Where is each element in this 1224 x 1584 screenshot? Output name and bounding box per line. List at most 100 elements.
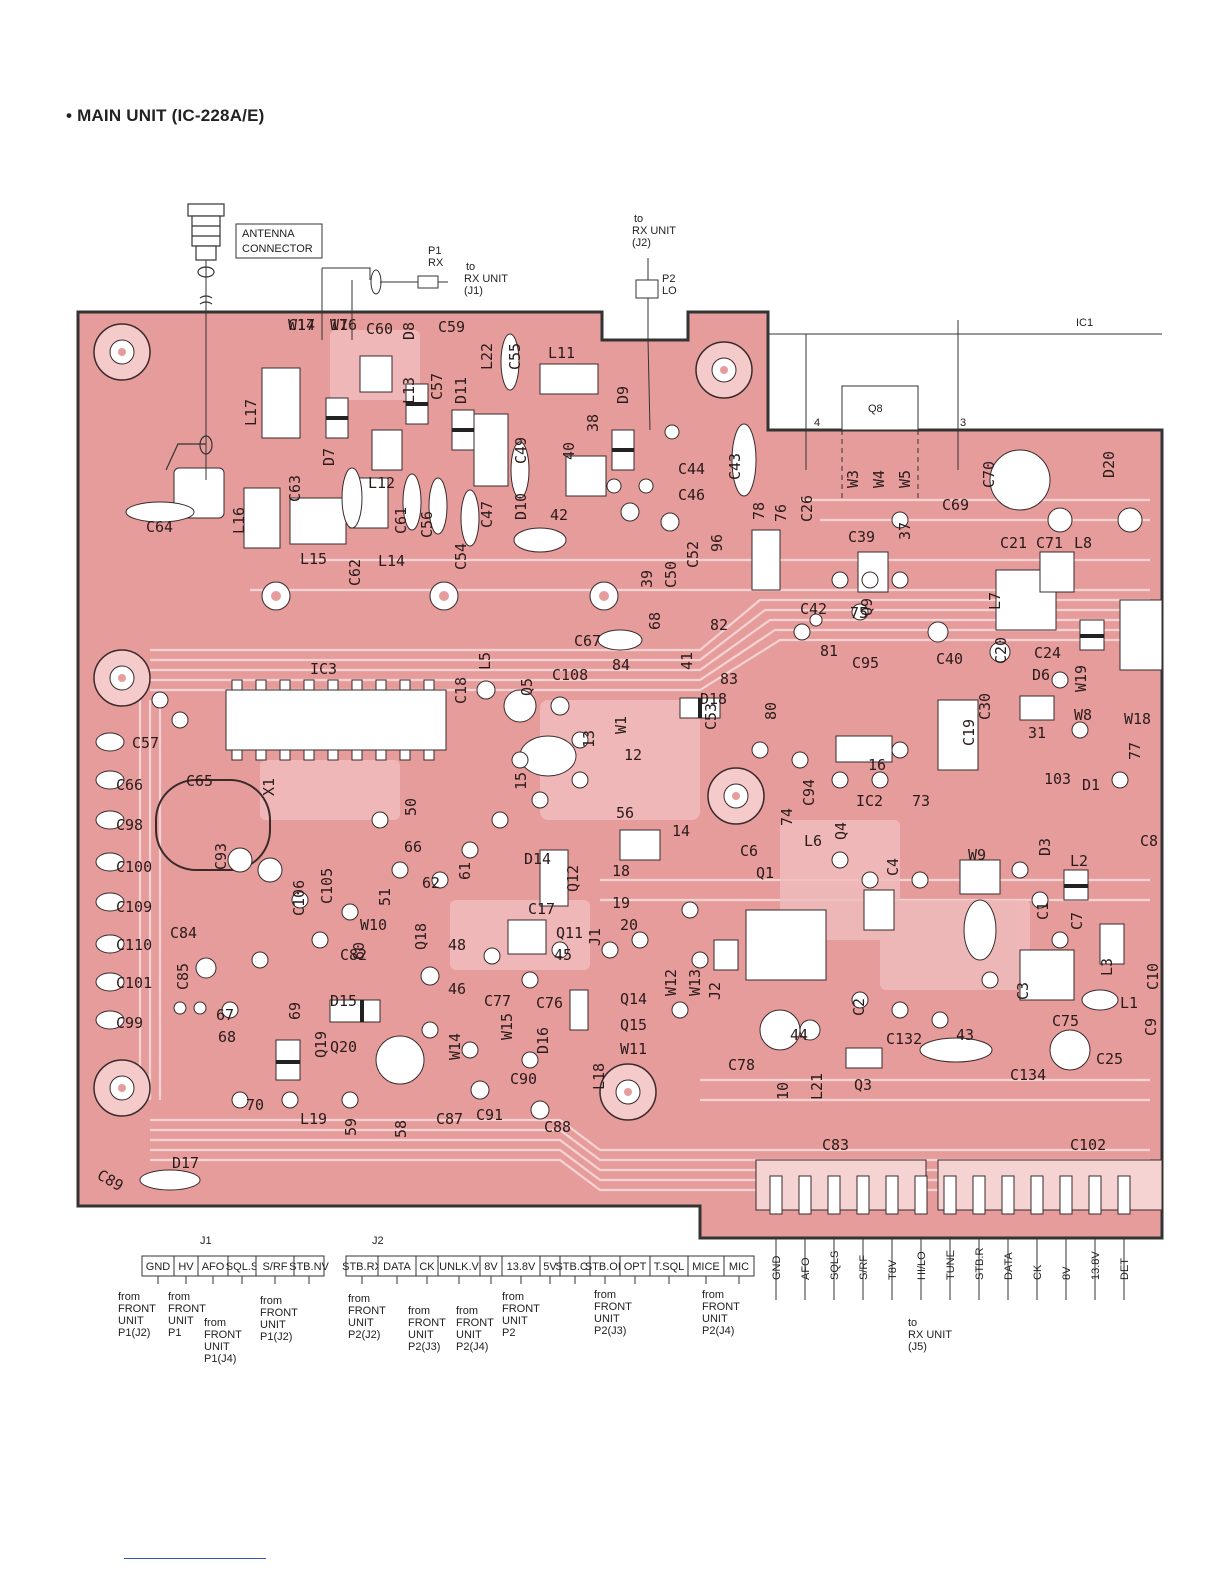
board-label-77: 77 [1126,742,1144,760]
board-label-c50: C50 [662,561,680,588]
ic1-label: IC1 [1076,317,1093,329]
board-label-q14: Q14 [620,990,647,1008]
board-label-50: 50 [402,798,420,816]
board-label-c21: C21 [1000,534,1027,552]
j5-pin-label: STB.R [974,1248,986,1280]
pin-label: UNLK.V [439,1261,479,1273]
source-label: UNIT [502,1315,528,1327]
board-label-c94: C94 [800,779,818,806]
source-label: P1(J4) [204,1353,236,1365]
j5-pin-label: HI/LO [916,1251,928,1280]
board-label-51: 51 [376,888,394,906]
board-label-d9: D9 [614,386,632,404]
source-label: FRONT [204,1329,242,1341]
source-label: P2(J3) [594,1325,626,1337]
pin-label: HV [178,1261,194,1273]
board-label-l7: L7 [986,592,1004,610]
source-label: from [502,1291,524,1303]
p1-to-1: to [466,261,475,273]
pin-label: 5V [543,1261,557,1273]
pin-label: 13.8V [507,1261,536,1273]
board-label-w16: W16 [330,316,357,334]
board-label-q1: Q1 [756,864,774,882]
board-label-42: 42 [550,506,568,524]
p2-to-3: (J2) [632,237,651,249]
board-label-c78: C78 [728,1056,755,1074]
pin-label: STB.NV [289,1261,329,1273]
board-label-l16: L16 [230,507,248,534]
board-label-19: 19 [612,894,630,912]
board-label-q11: Q11 [556,924,583,942]
board-label-18: 18 [612,862,630,880]
board-label-q18: Q18 [412,923,430,950]
j5-pin-label: SQLS [829,1251,841,1280]
board-label-d10: D10 [512,493,530,520]
board-label-w4: W4 [870,470,888,488]
source-label: P2(J2) [348,1329,380,1341]
board-label-c102: C102 [1070,1136,1106,1154]
board-label-c75: C75 [1052,1012,1079,1030]
connector-finger [972,1175,986,1215]
board-label-c60: C60 [366,320,393,338]
connector-finger [827,1175,841,1215]
pin-label: DATA [383,1261,411,1273]
board-label-83: 83 [720,670,738,688]
board-label-c14: C14 [288,316,315,334]
board-label-w13: W13 [686,969,704,996]
board-label-c87: C87 [436,1110,463,1128]
source-label: from [408,1305,430,1317]
board-label-c109: C109 [116,898,152,916]
connector-finger [1117,1175,1131,1215]
connector-finger [1059,1175,1073,1215]
q8-label: Q8 [868,403,883,415]
connector-finger [885,1175,899,1215]
board-label-70: 70 [246,1096,264,1114]
board-label-c108: C108 [552,666,588,684]
board-label-c69: C69 [942,496,969,514]
source-label: from [348,1293,370,1305]
j5-dest-1: to [908,1317,917,1329]
board-label-l13: L13 [400,377,418,404]
board-label-c98: C98 [116,816,143,834]
board-label-w5: W5 [896,470,914,488]
board-label-c77: C77 [484,992,511,1010]
pin-label: S/RF [262,1261,287,1273]
board-label-c134: C134 [1010,1066,1046,1084]
board-label-c99: C99 [116,1014,143,1032]
source-label: UNIT [118,1315,144,1327]
board-label-c100: C100 [116,858,152,876]
board-label-c90: C90 [510,1070,537,1088]
ic1-outline [768,320,1162,500]
board-label-l3: L3 [1098,958,1116,976]
pin-label: MIC [729,1261,749,1273]
j5-pin-label: GND [771,1256,783,1281]
board-label-c8: C8 [1140,832,1158,850]
board-label-d17: D17 [172,1154,199,1172]
board-label-q9: Q9 [858,598,876,616]
board-label-c71: C71 [1036,534,1063,552]
board-label-w14: W14 [446,1033,464,1060]
j5-pin-label: TUNE [945,1250,957,1280]
connector-finger [1030,1175,1044,1215]
board-label-l12: L12 [368,474,395,492]
j5-pin-label: DATA [1003,1252,1015,1280]
source-label: UNIT [408,1329,434,1341]
board-label-c105: C105 [318,868,336,904]
pin-label: STB.OP [585,1261,625,1273]
board-label-31: 31 [1028,724,1046,742]
board-label-c47: C47 [478,501,496,528]
p1-to-2: RX UNIT [464,273,508,285]
source-label: FRONT [702,1301,740,1313]
source-label: UNIT [260,1319,286,1331]
j5-pin-label: 13.8V [1090,1251,1102,1280]
board-label-c19: C19 [960,719,978,746]
pin-label: GND [146,1261,171,1273]
antenna-connector-icon [165,203,225,480]
source-label: FRONT [594,1301,632,1313]
board-label-c67: C67 [574,632,601,650]
board-label-l8: L8 [1074,534,1092,552]
